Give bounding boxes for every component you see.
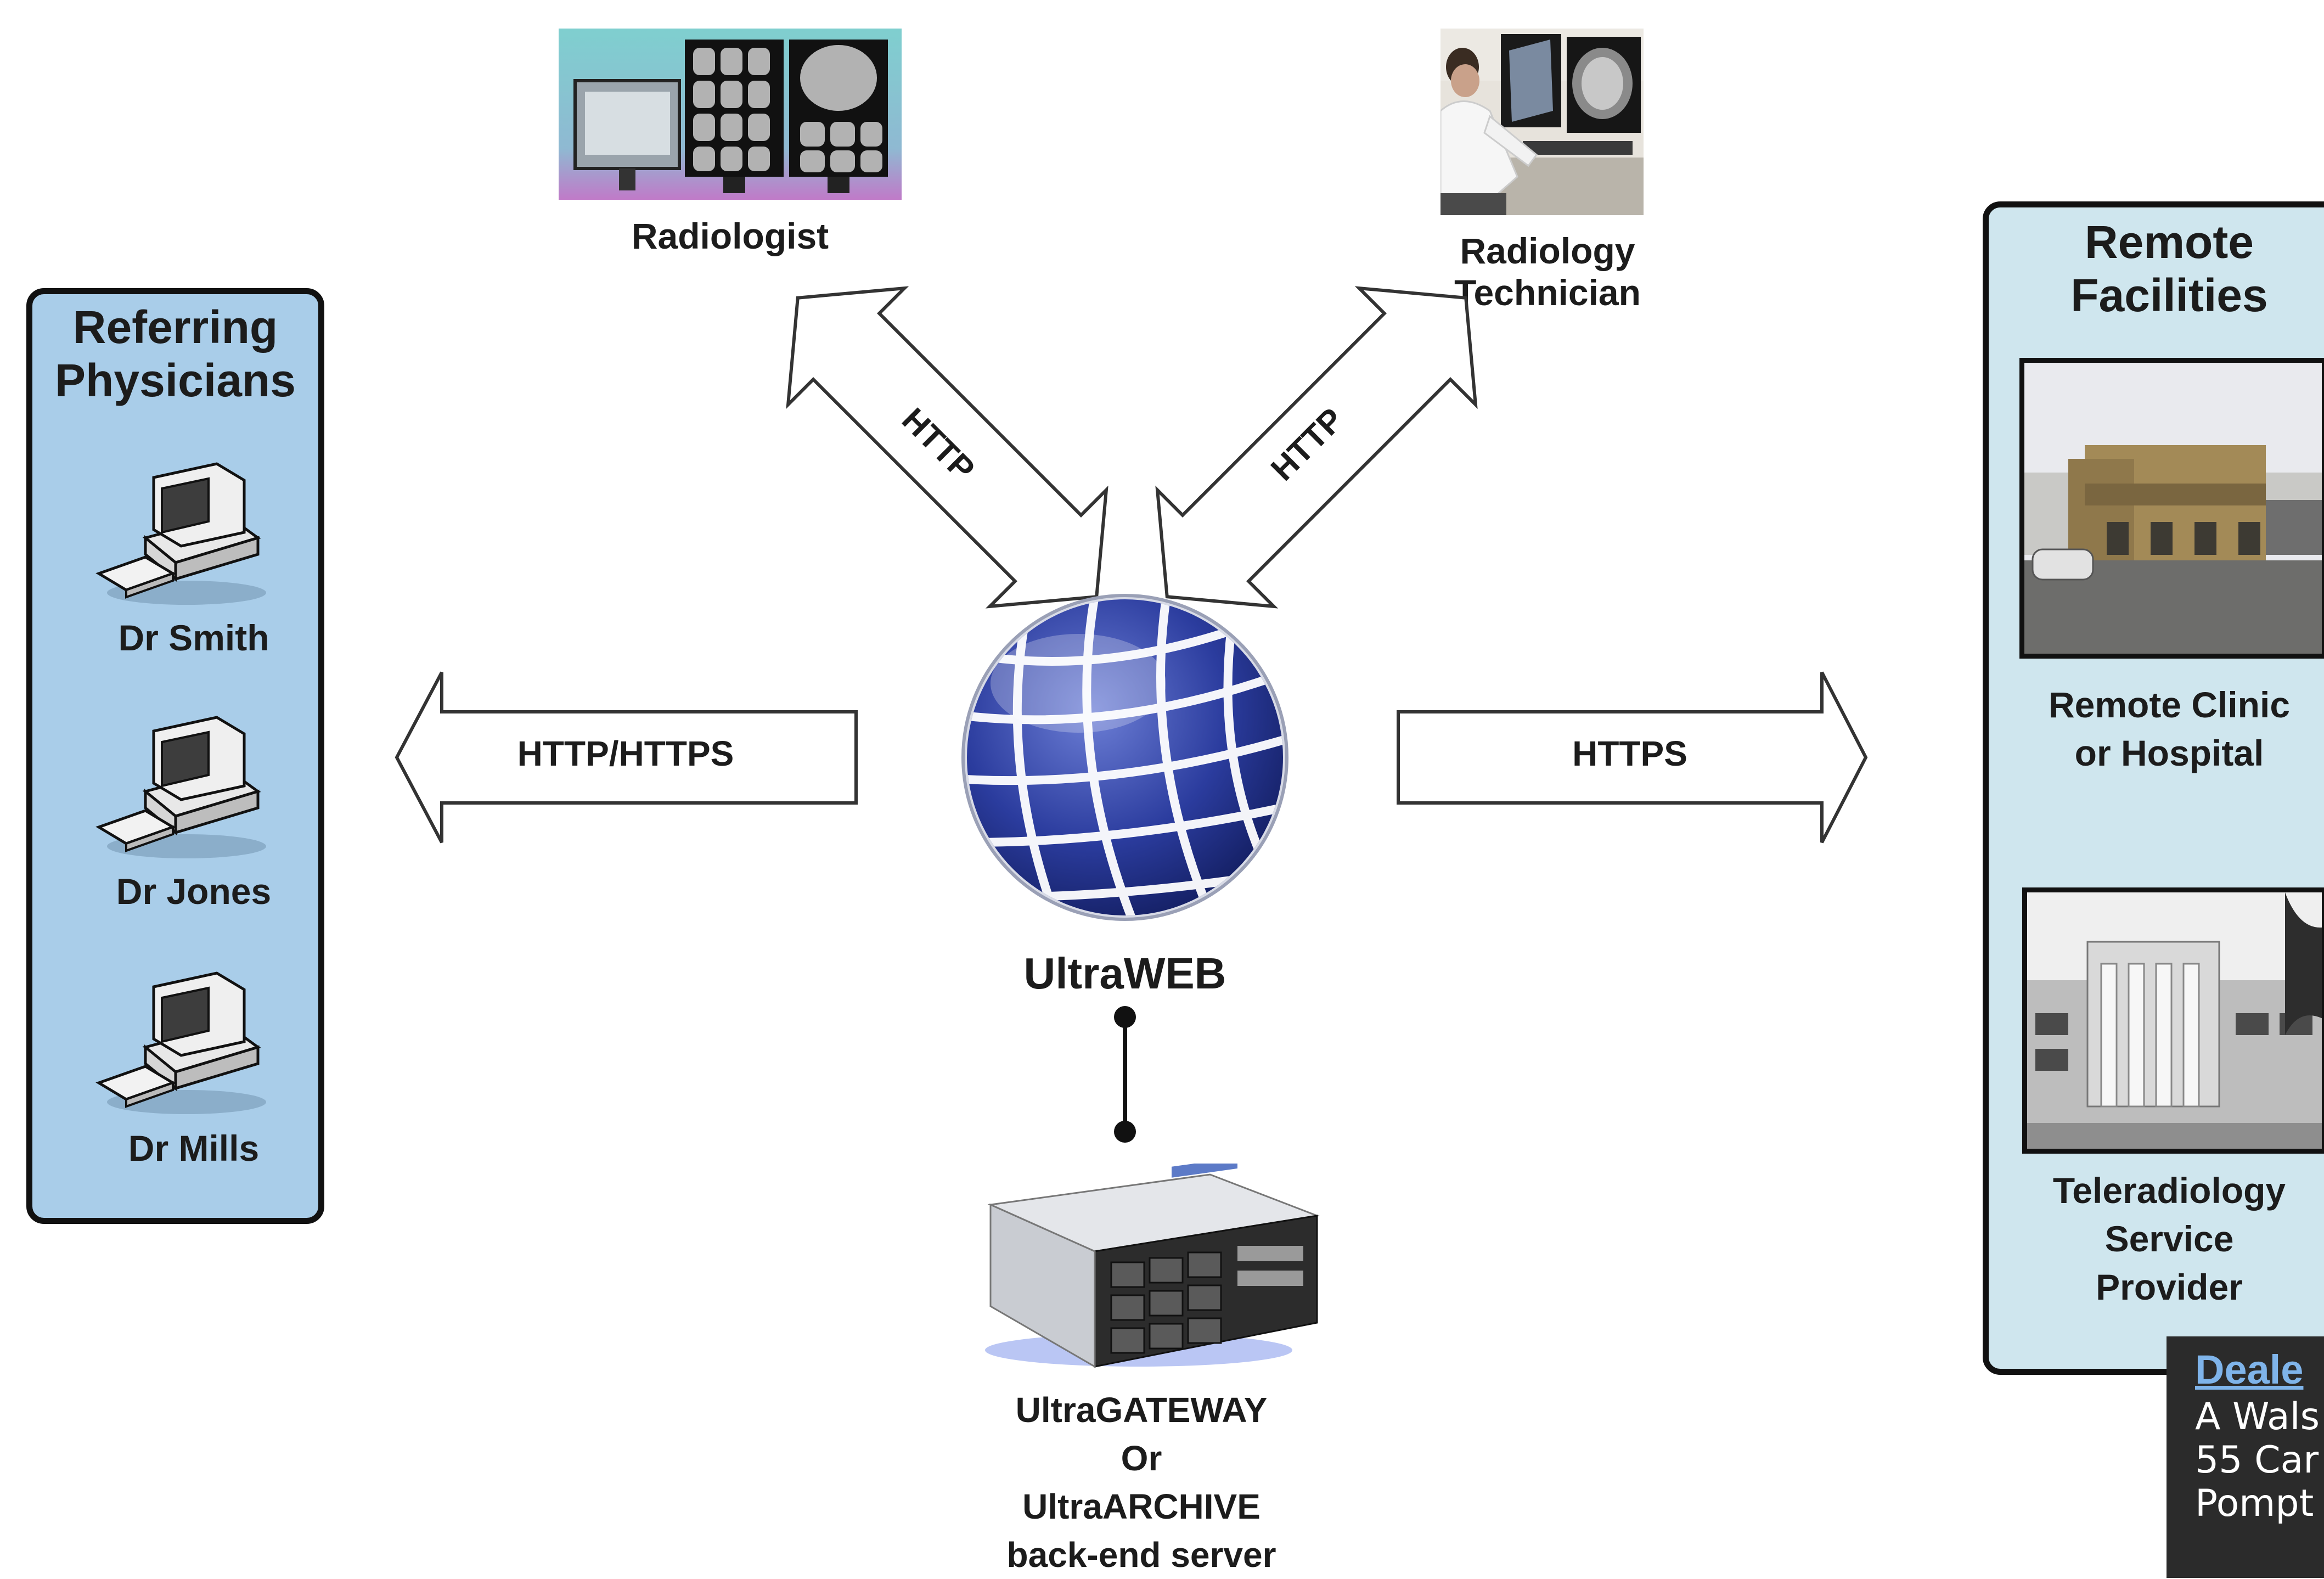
http-https-double-arrow — [395, 671, 858, 844]
remote-clinic-label-line2: or Hospital — [2074, 733, 2264, 773]
server-label-line3: UltraARCHIVE — [1022, 1487, 1261, 1526]
server-label-line2: Or — [1121, 1438, 1162, 1478]
server-icon — [985, 1164, 1320, 1368]
computer-icon — [95, 462, 266, 605]
https-arrow-label: HTTPS — [1572, 734, 1687, 773]
dealer-line-2: 55 Car — [2195, 1438, 2319, 1482]
http-diagonal-arrow-right — [1155, 286, 1478, 609]
teleradiology-label-line2: Service — [2104, 1218, 2234, 1259]
teleradiology-label: Teleradiology Service Provider — [1983, 1166, 2324, 1311]
dealer-line-3: Pompt — [2195, 1482, 2314, 1525]
teleradiology-building-photo — [2022, 887, 2324, 1154]
remote-clinic-photo — [2019, 358, 2324, 659]
server-label-line1: UltraGATEWAY — [1015, 1390, 1268, 1430]
dr-mills-label: Dr Mills — [128, 1128, 260, 1168]
referring-physicians-title: Referring Physicians — [26, 301, 324, 407]
https-arrow — [1397, 671, 1868, 844]
computer-icon — [95, 971, 266, 1114]
dealer-info-box: Deale A Wals 55 Car Pompt — [2167, 1336, 2324, 1578]
dr-jones-label: Dr Jones — [116, 871, 272, 912]
remote-facilities-title: Remote Facilities — [1983, 216, 2324, 322]
remote-title-line1: Remote — [2084, 216, 2254, 268]
dr-smith-label: Dr Smith — [118, 617, 269, 658]
connector-line — [1114, 1006, 1136, 1143]
teleradiology-label-line3: Provider — [2096, 1267, 2243, 1307]
dealer-line-1: A Wals — [2195, 1395, 2320, 1438]
http-https-arrow-label: HTTP/HTTPS — [517, 734, 734, 773]
referring-title-line1: Referring — [72, 301, 278, 353]
remote-clinic-label: Remote Clinic or Hospital — [1983, 681, 2324, 777]
referring-title-line2: Physicians — [55, 354, 296, 406]
server-label: UltraGATEWAY Or UltraARCHIVE back-end se… — [944, 1386, 1339, 1579]
dealer-title-link[interactable]: Deale — [2195, 1347, 2304, 1392]
radiologist-label: Radiologist — [631, 216, 829, 256]
teleradiology-label-line1: Teleradiology — [2052, 1170, 2286, 1211]
computer-icon — [95, 716, 266, 858]
remote-title-line2: Facilities — [2070, 269, 2268, 321]
remote-clinic-label-line1: Remote Clinic — [2048, 684, 2291, 725]
technician-label-line2: Technician — [1454, 272, 1641, 313]
ultraweb-globe-icon — [961, 594, 1288, 921]
radiology-technician-image — [1440, 29, 1644, 215]
radiologist-workstation-image — [559, 29, 902, 200]
technician-label-line1: Radiology — [1460, 231, 1635, 271]
technician-label: Radiology Technician — [1405, 231, 1690, 314]
server-label-line4: back-end server — [1006, 1535, 1276, 1575]
ultraweb-label: UltraWEB — [1023, 949, 1226, 998]
